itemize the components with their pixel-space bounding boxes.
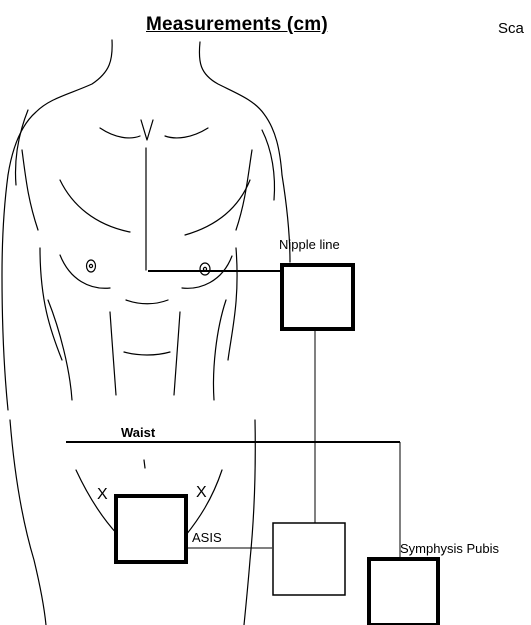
symphysis-pubis-box: [369, 559, 438, 625]
measurement-boxes: [116, 265, 438, 625]
nipple-line-box: [282, 265, 353, 329]
center-box: [273, 523, 345, 595]
nipple-line-label: Nipple line: [279, 238, 340, 251]
waist-label: Waist: [121, 426, 155, 439]
asis-label: ASIS: [192, 531, 222, 544]
x-mark-right: X: [196, 485, 207, 501]
asis-box: [116, 496, 186, 562]
x-mark-left: X: [97, 487, 108, 503]
symphysis-pubis-label: Symphysis Pubis: [400, 542, 499, 555]
